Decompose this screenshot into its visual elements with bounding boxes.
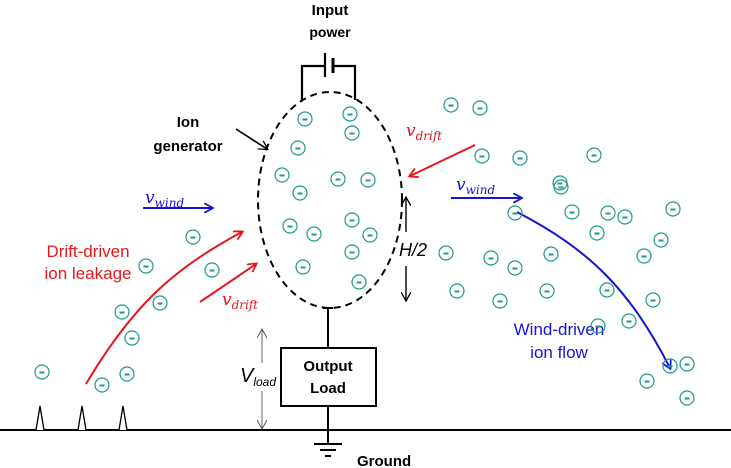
negative-ion-icon <box>138 258 154 274</box>
negative-ion-icon <box>282 218 298 234</box>
negative-ion-icon <box>474 148 490 164</box>
ground-symbol-icon <box>314 437 342 457</box>
output-load-box <box>280 347 377 407</box>
emitter-needle-icon <box>118 405 128 431</box>
negative-ion-icon <box>443 97 459 113</box>
negative-ion-icon <box>114 304 130 320</box>
negative-ion-icon <box>586 147 602 163</box>
negative-ion-icon <box>679 356 695 372</box>
negative-ion-icon <box>297 111 313 127</box>
negative-ion-icon <box>152 295 168 311</box>
drift-leakage-arrow <box>85 232 242 385</box>
negative-ion-icon <box>94 377 110 393</box>
vload-label: Vload <box>240 365 276 389</box>
negative-ion-icon <box>124 330 140 346</box>
negative-ion-icon <box>512 150 528 166</box>
negative-ion-icon <box>295 259 311 275</box>
negative-ion-icon <box>306 226 322 242</box>
negative-ion-icon <box>344 212 360 228</box>
height-label: H/2 <box>399 240 427 260</box>
negative-ion-icon <box>617 209 633 225</box>
ion-generator-ellipse <box>257 91 403 309</box>
negative-ion-icon <box>290 140 306 156</box>
v-drift-upper-label: vdrift <box>406 121 442 143</box>
negative-ion-icon <box>360 172 376 188</box>
vload-label-bg <box>240 363 270 391</box>
emitter-needles <box>35 405 128 431</box>
negative-ion-icon <box>351 274 367 290</box>
negative-ion-icon <box>507 260 523 276</box>
negative-ion-icon <box>342 106 358 122</box>
negative-ion-icon <box>483 250 499 266</box>
ion-generator-label-line1: Ion <box>177 114 200 131</box>
emitter-needle-icon <box>77 405 87 431</box>
negative-ion-icon <box>330 171 346 187</box>
drift-leakage-label-line2: ion leakage <box>45 264 132 283</box>
drift-leakage-label-line1: Drift-driven <box>46 242 129 261</box>
negative-ion-icon <box>662 358 678 374</box>
input-power-label-line2: power <box>309 24 351 40</box>
negative-ion-icon <box>600 205 616 221</box>
negative-ion-icon <box>185 229 201 245</box>
v-wind-left-label: vwind <box>145 188 184 210</box>
ion-particles <box>34 97 695 406</box>
negative-ion-icon <box>553 179 569 195</box>
output-load-label-line2: Load <box>310 380 346 397</box>
negative-ion-icon <box>119 366 135 382</box>
negative-ion-icon <box>679 390 695 406</box>
emitter-needle-icon <box>35 405 45 431</box>
negative-ion-icon <box>292 185 308 201</box>
wind-flow-label-line2: ion flow <box>530 343 588 362</box>
negative-ion-icon <box>274 167 290 183</box>
negative-ion-icon <box>590 318 606 334</box>
input-power-label-line1: Input <box>312 2 349 19</box>
negative-ion-icon <box>589 225 605 241</box>
negative-ion-icon <box>344 125 360 141</box>
negative-ion-icon <box>204 262 220 278</box>
drift-arrow-upper-right <box>410 144 476 176</box>
v-wind-right-label: vwind <box>456 175 495 197</box>
negative-ion-icon <box>438 245 454 261</box>
negative-ion-icon <box>449 283 465 299</box>
wind-driven-flow-arrow <box>516 211 670 368</box>
negative-ion-icon <box>564 204 580 220</box>
v-drift-lower-label: vdrift <box>222 290 258 312</box>
negative-ion-icon <box>653 232 669 248</box>
ion-generator-label-line2: generator <box>153 138 222 155</box>
negative-ion-icon <box>543 246 559 262</box>
negative-ion-icon <box>507 205 523 221</box>
wind-flow-label-line1: Wind-driven <box>514 320 605 339</box>
negative-ion-icon <box>362 227 378 243</box>
negative-ion-icon <box>665 201 681 217</box>
negative-ion-icon <box>599 282 615 298</box>
output-load-label-line1: Output <box>303 358 352 375</box>
negative-ion-icon <box>539 283 555 299</box>
negative-ion-icon <box>639 373 655 389</box>
negative-ion-icon <box>645 292 661 308</box>
negative-ion-icon <box>621 313 637 329</box>
battery-icon <box>300 53 357 100</box>
negative-ion-icon <box>492 293 508 309</box>
negative-ion-icon <box>34 364 50 380</box>
negative-ion-icon <box>636 248 652 264</box>
negative-ion-icon <box>344 244 360 260</box>
negative-ion-icon <box>472 100 488 116</box>
ground-label: Ground <box>357 453 411 468</box>
ion-generator-pointer-arrow <box>235 128 267 149</box>
drift-arrow-lower-left <box>199 264 256 303</box>
